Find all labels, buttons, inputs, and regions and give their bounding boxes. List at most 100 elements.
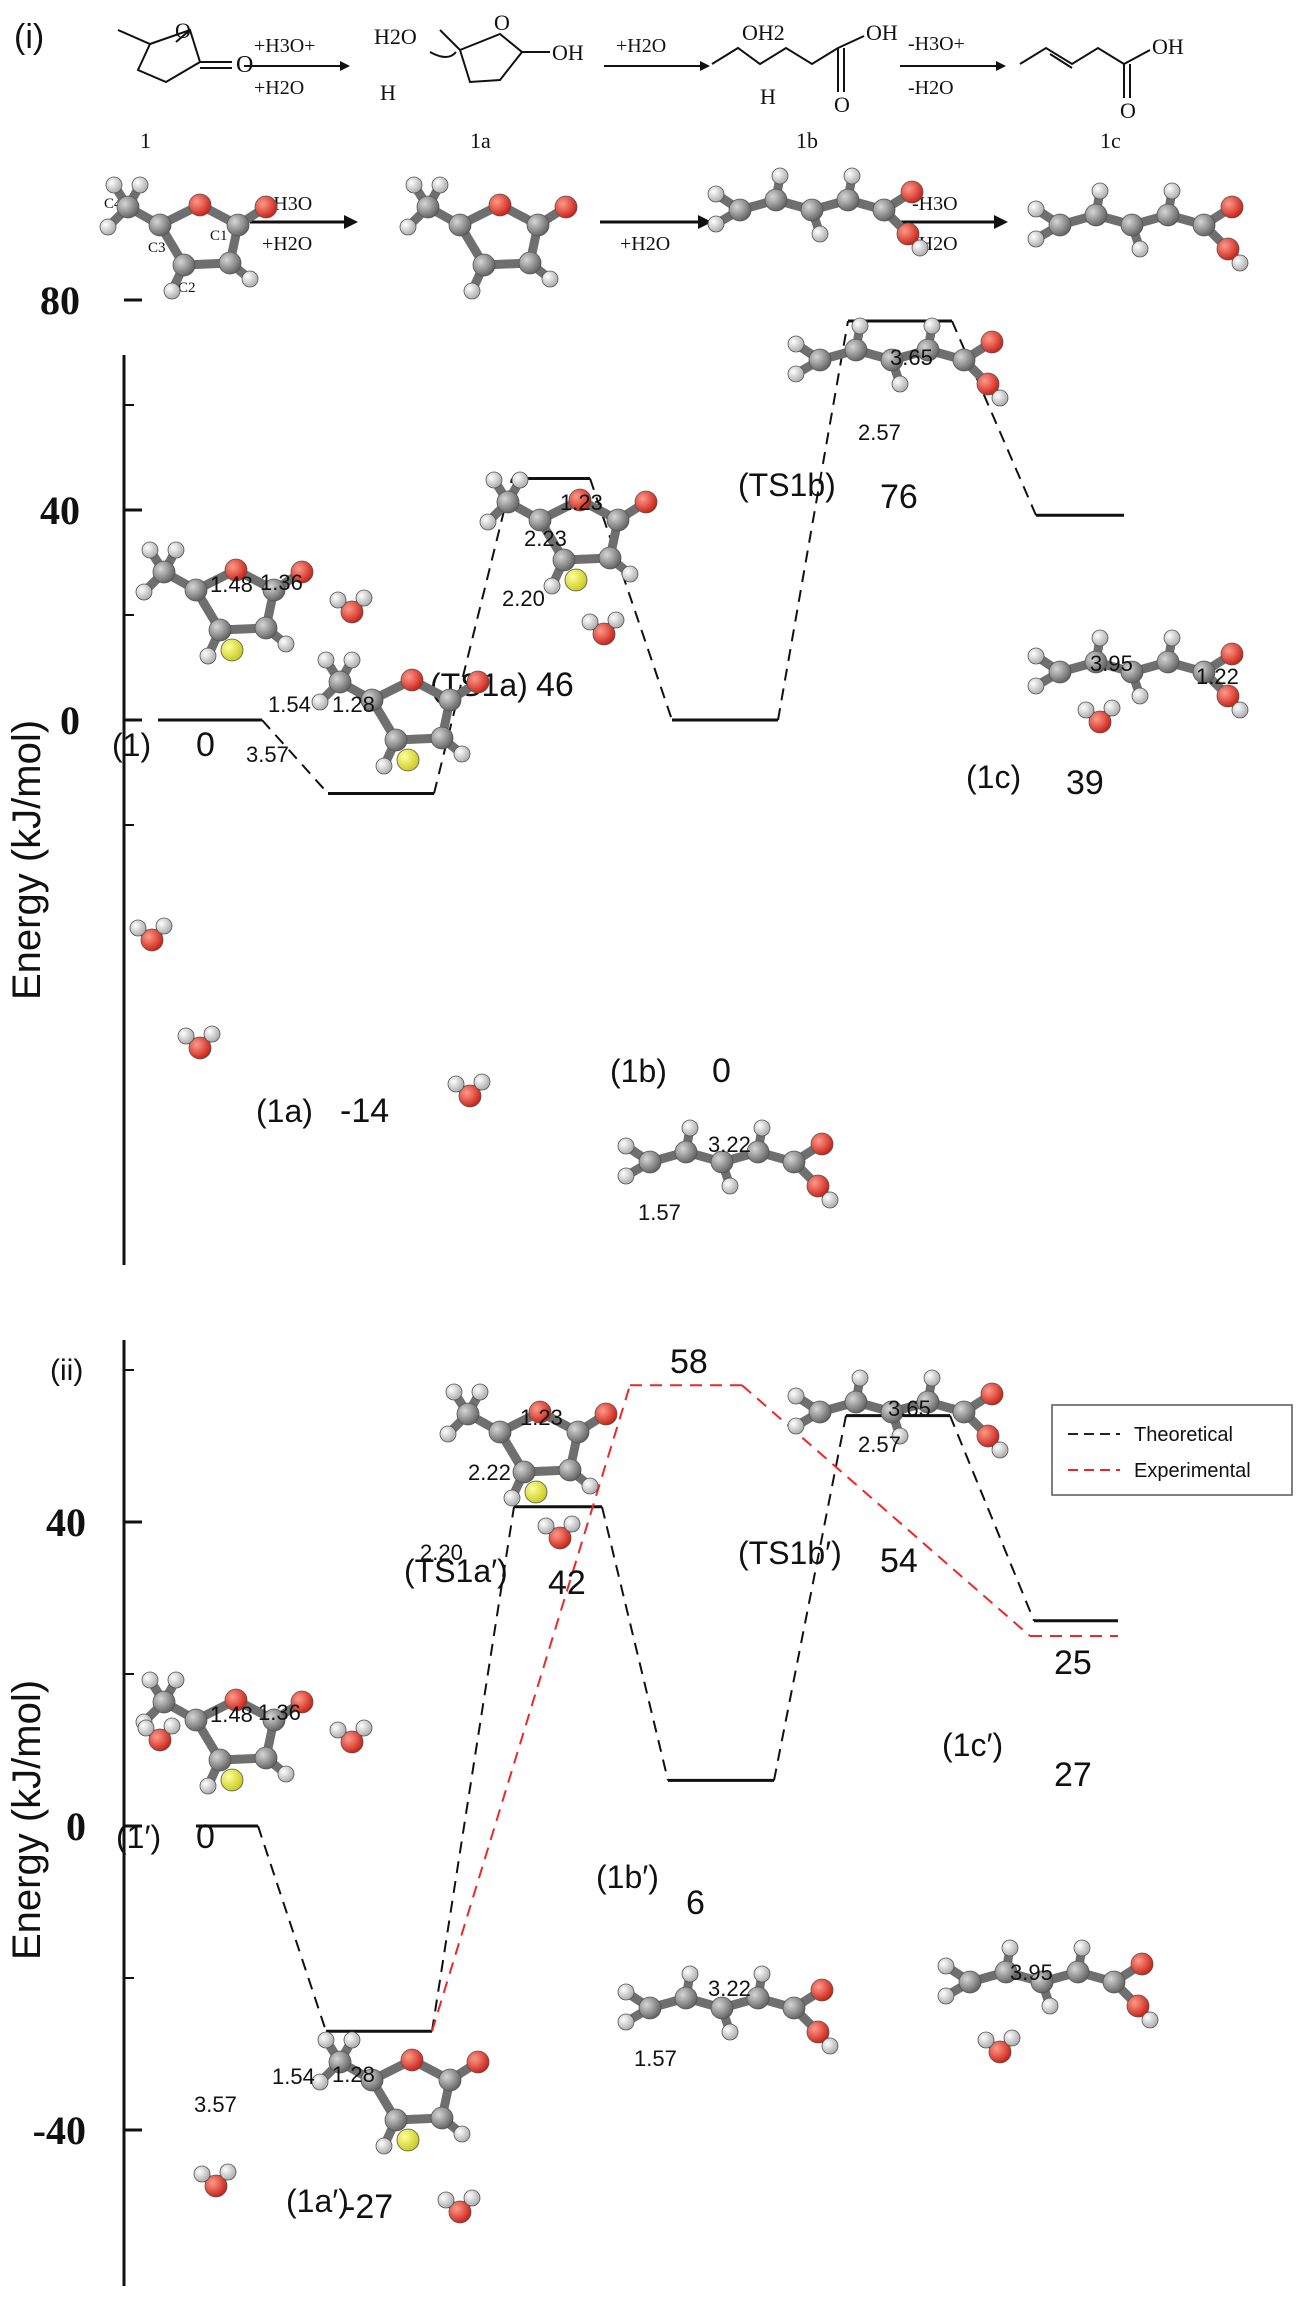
atom [800,198,824,222]
atom [537,1517,555,1535]
svg-text:+H2O: +H2O [616,35,666,57]
atom [167,541,185,559]
atom [311,693,329,711]
structure-1c [1019,46,1151,98]
intermediate-1b-structure [617,1119,839,1209]
atom [188,193,212,217]
atom [262,1708,286,1732]
atom [923,1369,941,1387]
bond-distance: 1.36 [258,1700,301,1725]
atom [328,2050,352,2074]
atom [900,180,924,204]
panel-ii-tick-label: -40 [33,2108,86,2153]
state-energy: 54 [880,1542,918,1580]
atom [976,1424,1000,1448]
atom [710,1996,734,2020]
bond-distance: 3.65 [888,1396,931,1421]
atom [581,1477,599,1495]
atom [105,176,123,194]
atom [188,1036,212,1060]
atom [528,508,552,532]
atom [880,348,904,372]
atom [566,1420,590,1444]
state-name: (1) [112,727,151,763]
atom [810,1978,834,2002]
atom [141,1671,159,1689]
panel-i-label: (i) [14,18,44,56]
atom [148,213,172,237]
atom [437,2191,455,2209]
intermediate-1aprime-structure [311,2031,490,2155]
atom [787,365,805,383]
atom [384,2108,408,2132]
atom [1130,1952,1154,1976]
atom [568,488,592,512]
atom [241,270,259,288]
atom [1066,1960,1090,1984]
atom [1027,647,1045,665]
atom [896,222,920,246]
state-energy: 76 [880,478,918,516]
atom [343,651,361,669]
atom [810,1132,834,1156]
panel-ii-tick-label: 40 [46,1500,86,1545]
atom [558,1458,582,1482]
svg-text:H: H [380,80,396,105]
atom [317,2031,335,2049]
bond-distance: 1.28 [332,2062,375,2087]
atom [439,1425,457,1443]
atom [891,375,909,393]
panel-i-tick-label: 40 [40,488,80,533]
atom [512,1460,536,1484]
svg-text:+H3O+: +H3O+ [254,35,315,57]
experimental-energy: 58 [670,1343,708,1381]
atom [172,253,196,277]
atom [598,546,622,570]
atom [220,1768,244,1792]
atom [617,1137,635,1155]
water-molecule [129,917,173,952]
molecule-1-ball [99,176,278,300]
atom [980,1382,1004,1406]
atom [1156,203,1180,227]
bond-distance: 3.95 [1010,1960,1053,1985]
atom [129,919,147,937]
atom [453,2125,471,2143]
atom [528,1400,552,1424]
atom [220,638,244,662]
state-energy: 42 [548,1564,586,1602]
atom [277,1765,295,1783]
atom [511,471,529,489]
water-molecule [437,2189,481,2224]
atom [674,1140,698,1164]
state-name: (1b′) [596,1859,659,1895]
atom [721,2023,739,2041]
structure-1b [711,35,865,92]
legend-experimental-label: Experimental [1134,1460,1251,1482]
atom [634,490,658,514]
atom [844,1390,868,1414]
atom [1192,213,1216,237]
atom [1073,1939,1091,1957]
atom [1091,629,1109,647]
atom [447,1075,465,1093]
state-name: (1c′) [942,1727,1003,1763]
atom [1103,699,1121,717]
atom [1126,1994,1150,2018]
atom [787,1417,805,1435]
atom [384,728,408,752]
bond-distance: 1.57 [638,1200,681,1225]
atom [911,239,929,257]
atom [472,253,496,277]
energy-connector [777,320,849,721]
atom [184,578,208,602]
panel-ii-label: (ii) [50,1354,83,1387]
atom [1003,2029,1021,2047]
svg-text:O: O [834,92,850,117]
atom [606,508,630,532]
atom [787,335,805,353]
atom [1027,230,1045,248]
atom [753,1965,771,1983]
atom [456,1402,480,1426]
atom [448,2200,472,2224]
